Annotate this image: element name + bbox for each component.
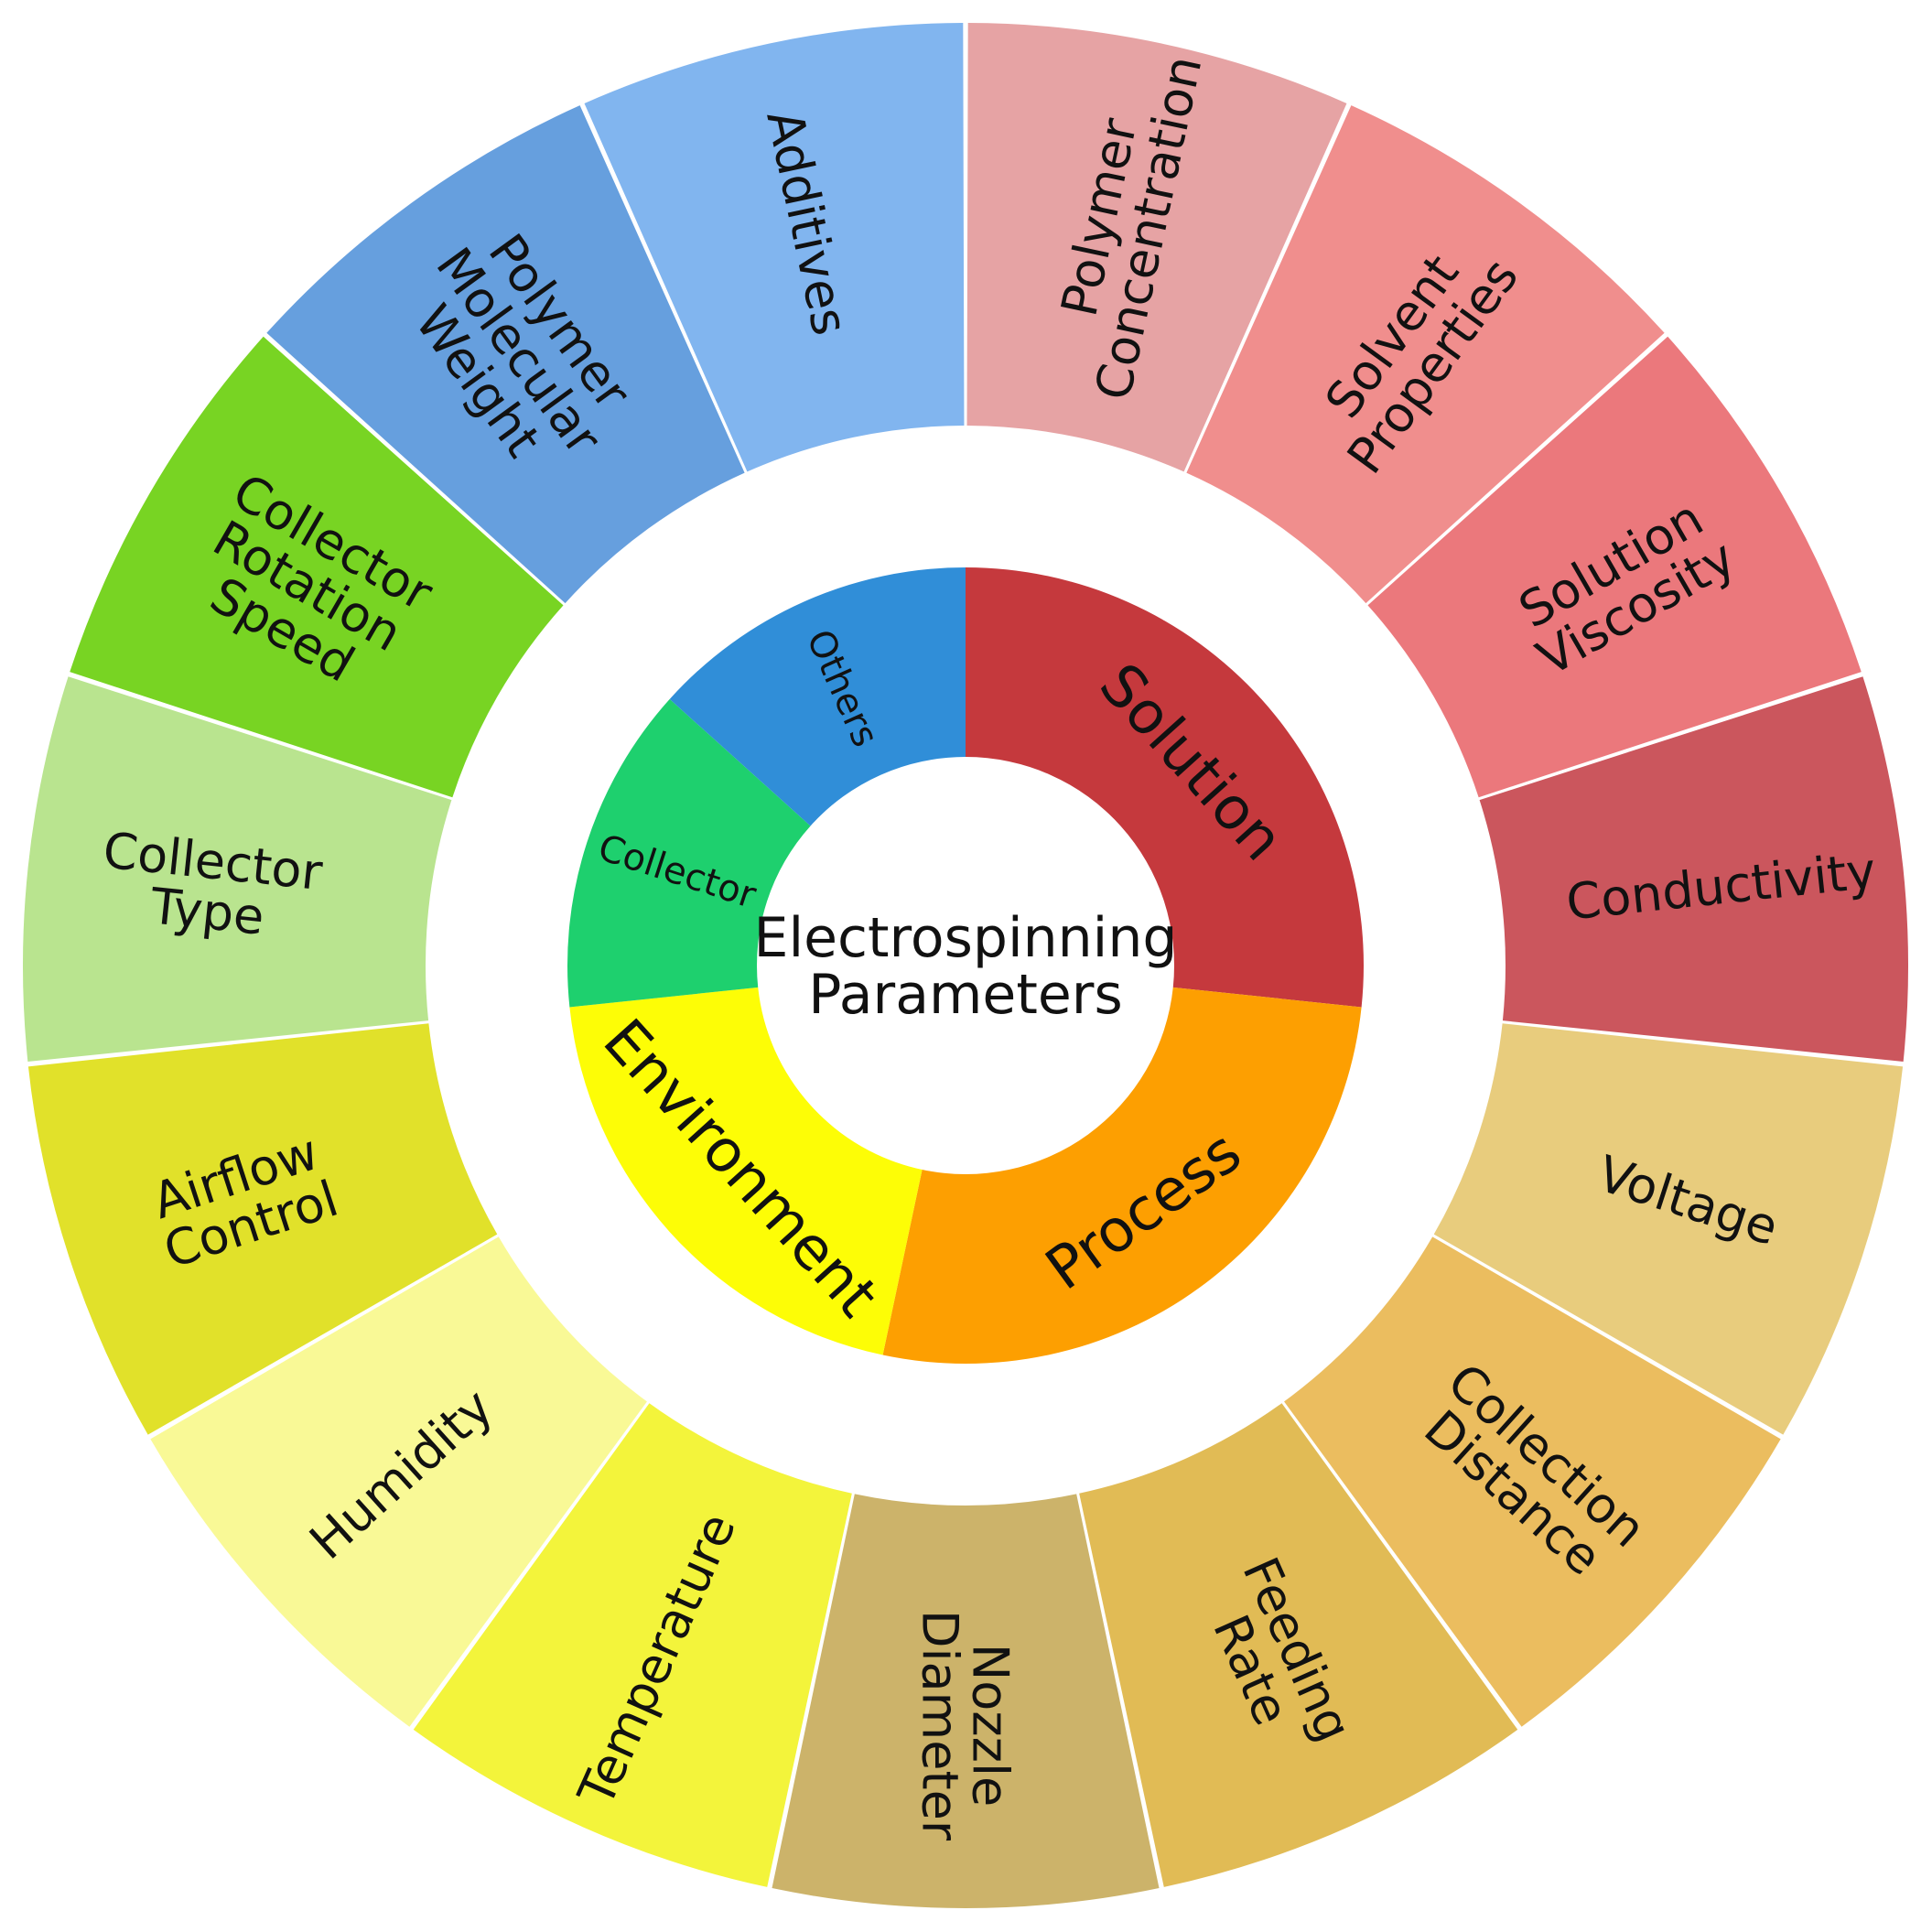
segment-polymer-concentration (966, 23, 1347, 472)
group-collector (567, 698, 811, 1008)
segment-nozzle-diameter-label: NozzleDiameter (912, 1610, 1020, 1841)
segment-solvent-properties (1186, 105, 1665, 604)
center-label-line: Electrospinning (754, 906, 1178, 970)
segment-collection-distance (1284, 1236, 1781, 1727)
segment-collector-type-label: CollectorType (95, 821, 326, 952)
group-solution (966, 567, 1365, 1008)
segment-conductivity (1479, 676, 1908, 1062)
segment-nozzle-diameter-label-line: Diameter (912, 1610, 969, 1841)
segment-airflow-control (27, 1023, 498, 1435)
segment-solution-viscosity (1367, 336, 1862, 798)
segment-voltage (1433, 1023, 1904, 1435)
segment-airflow-control-label: AirflowControl (142, 1122, 345, 1280)
group-process (882, 987, 1362, 1365)
group-others (669, 567, 966, 826)
inner-ring (567, 567, 1365, 1365)
segment-collector-type (22, 676, 452, 1062)
segment-nozzle-diameter (772, 1494, 1160, 1909)
segment-collector-type-label-line: Type (147, 877, 267, 946)
group-environment (569, 987, 923, 1355)
segment-temperature (413, 1403, 852, 1887)
outer-ring (22, 23, 1908, 1909)
segment-polymer-molecular-weight (266, 105, 745, 604)
segment-humidity (150, 1236, 647, 1727)
center-label-line: Parameters (808, 963, 1122, 1027)
segment-collector-rotation-speed (70, 336, 564, 798)
segment-nozzle-diameter-label-line: Nozzle (962, 1644, 1020, 1807)
segment-feeding-rate (1079, 1403, 1518, 1887)
segment-additives (584, 23, 965, 472)
